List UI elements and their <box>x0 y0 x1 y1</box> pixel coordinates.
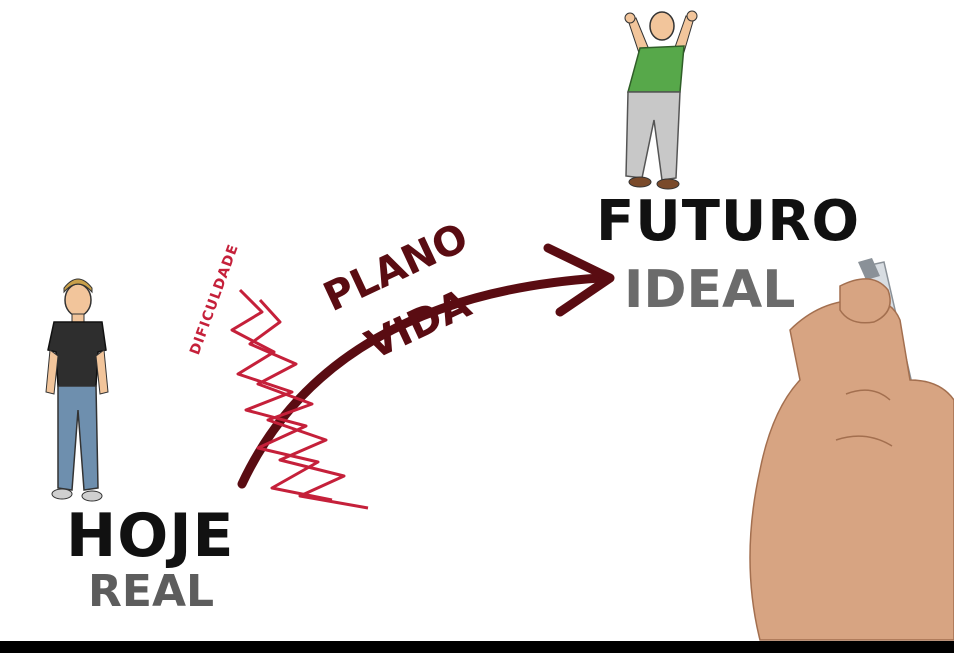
plan-arrow-curve <box>237 273 605 489</box>
difficulty-zigzag-second <box>248 298 369 510</box>
today-label: HOJE <box>66 501 235 571</box>
real-label: REAL <box>88 566 215 617</box>
ideal-label: IDEAL <box>624 260 796 320</box>
hand-with-marker-illustration <box>749 258 954 641</box>
plan-arrow-head <box>543 243 615 317</box>
bottom-black-bar <box>0 641 954 653</box>
celebrating-man-illustration <box>624 10 698 190</box>
standing-man-illustration <box>45 278 109 502</box>
future-label: FUTURO <box>596 189 861 254</box>
